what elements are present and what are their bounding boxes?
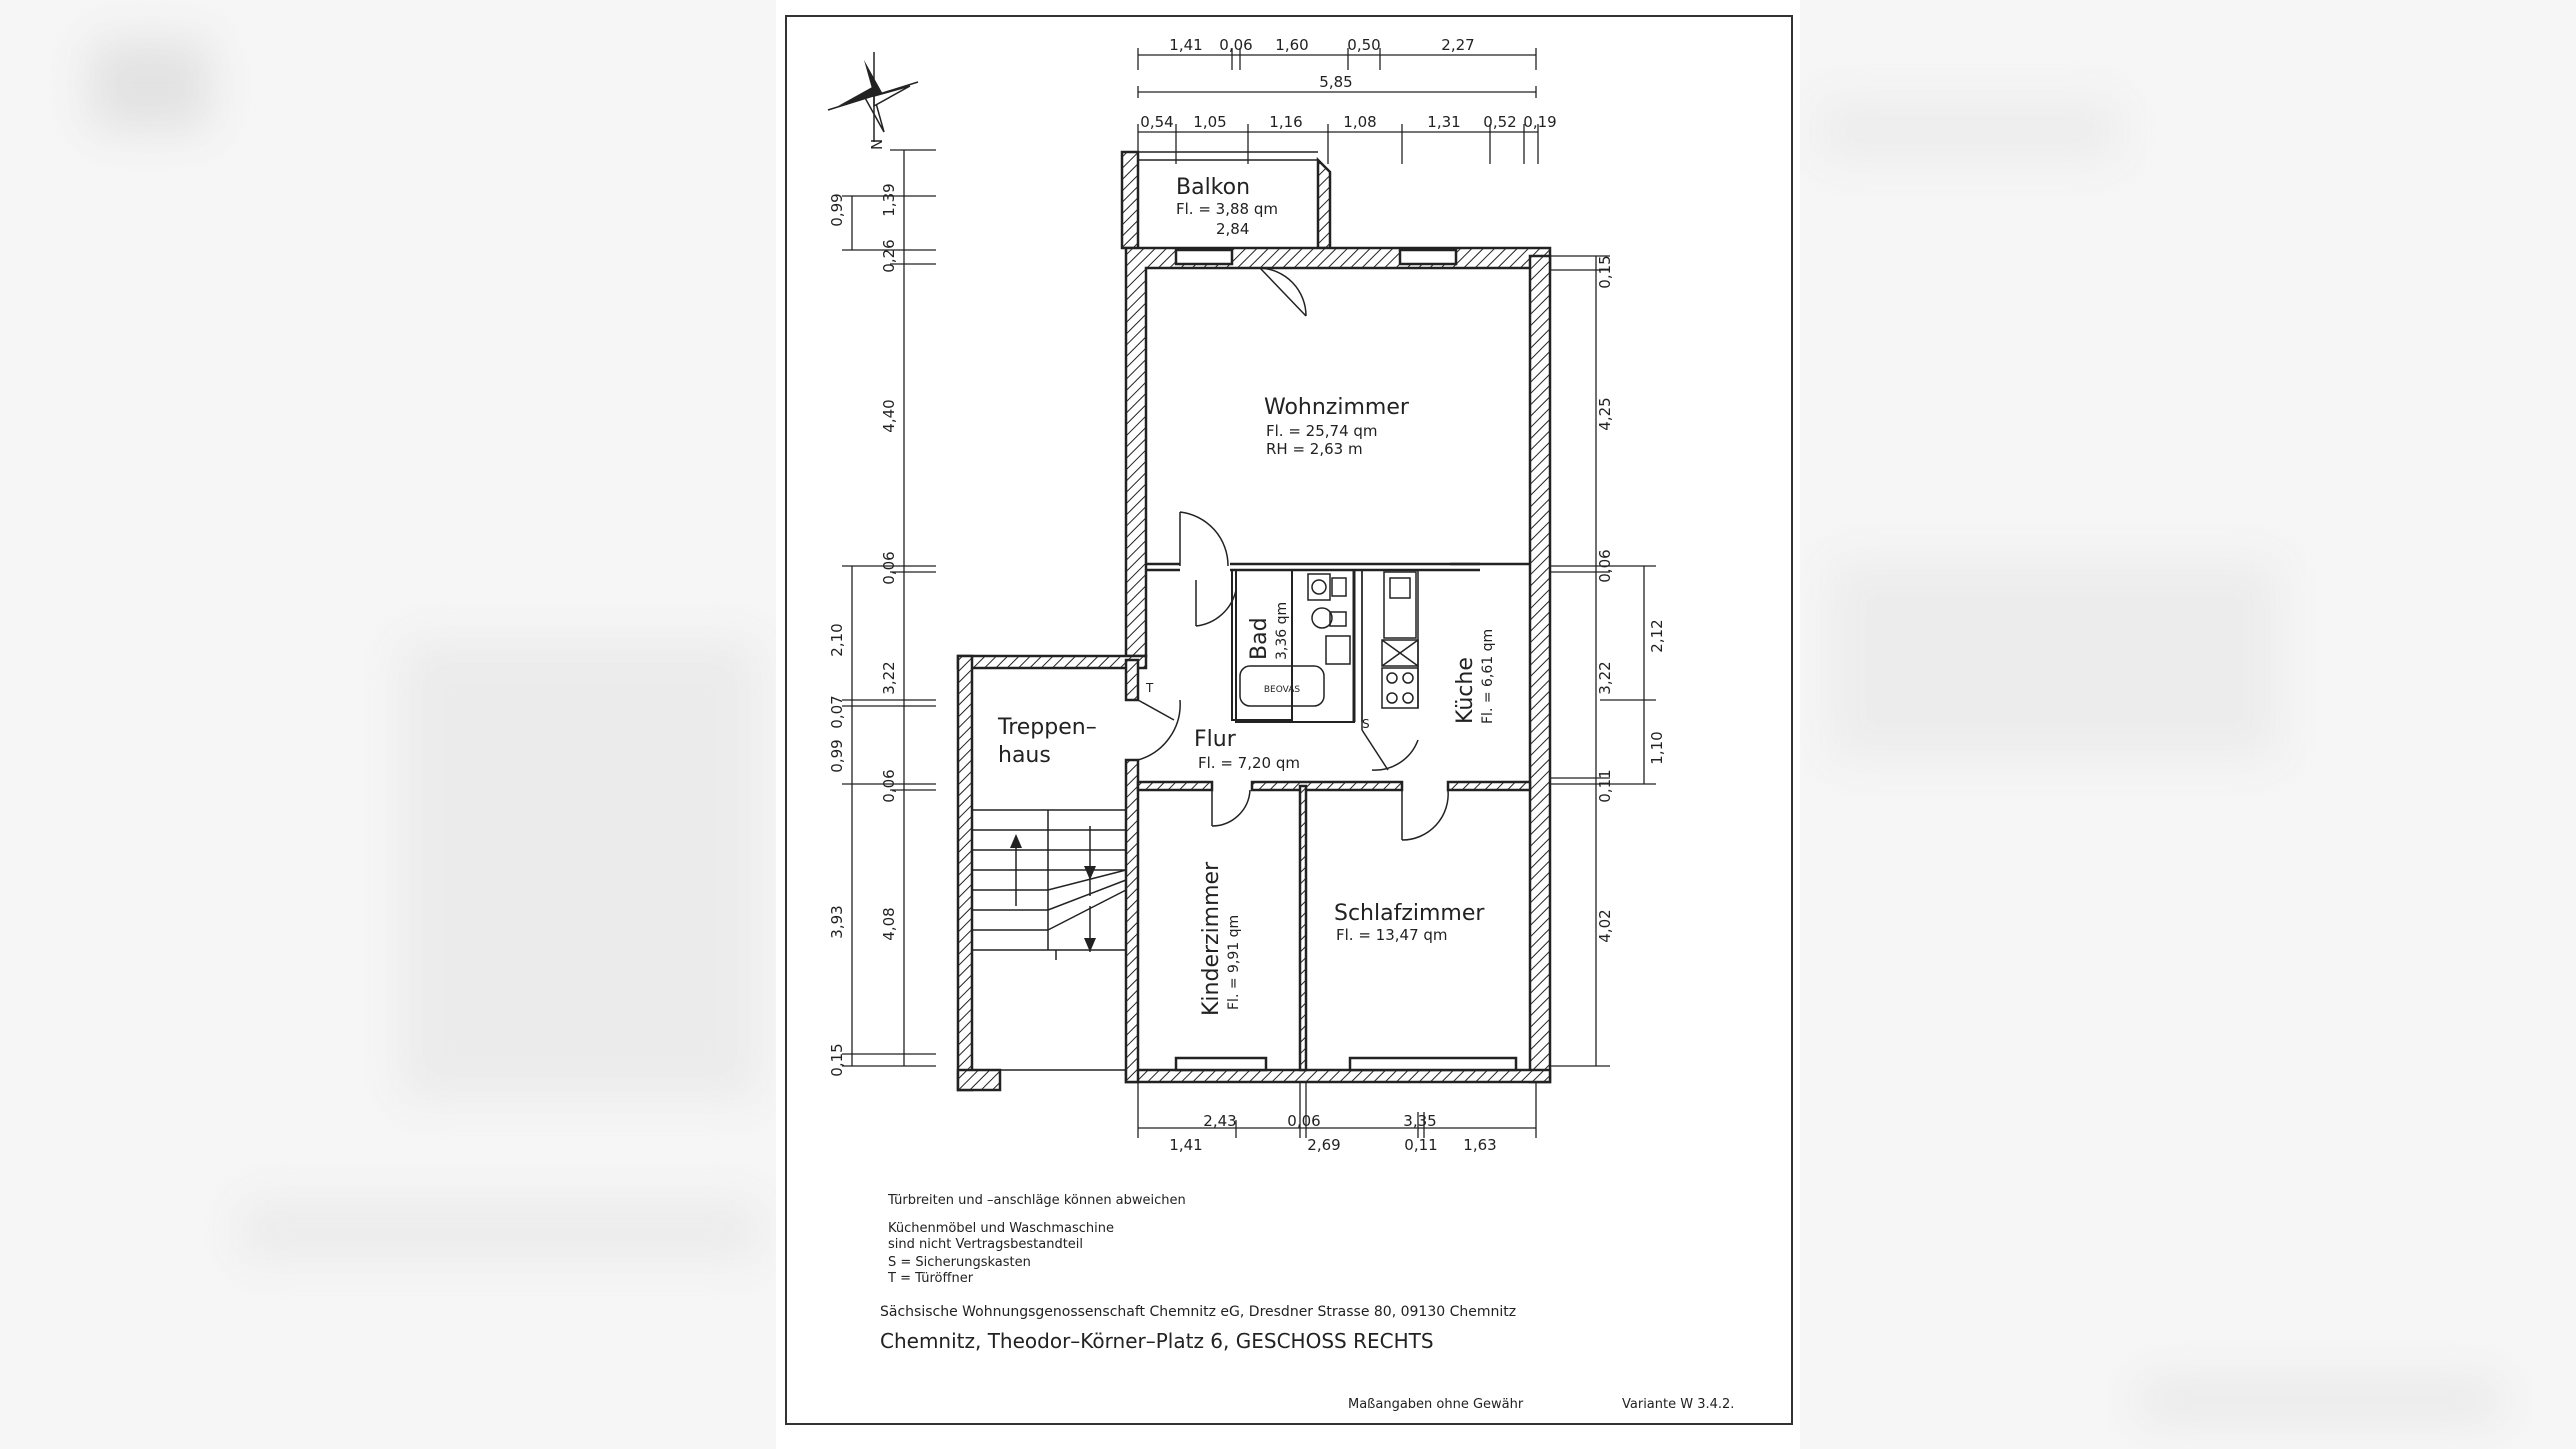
dim-left-inner-3: 4,40 [880, 399, 898, 432]
note-contract: sind nicht Vertragsbestandteil [888, 1237, 1083, 1252]
dim-left-inner-2: 0,26 [880, 239, 898, 272]
kueche-area: Fl. = 6,61 qm [1480, 629, 1496, 724]
dim-top-5: 2,27 [1441, 36, 1474, 54]
notes: Türbreiten und –anschläge können abweich… [887, 1193, 1186, 1286]
marker-s: S [1362, 717, 1370, 731]
disclaimer: Maßangaben ohne Gewähr [1348, 1397, 1524, 1412]
dim-left-outer-5: 3,93 [828, 905, 846, 938]
dim-right-inner-1: 0,15 [1596, 255, 1614, 288]
dim-bottom-r2-3: 0,11 [1404, 1136, 1437, 1154]
dim-right-inner-3: 0,06 [1596, 549, 1614, 582]
dim-left-outer-3: 0,07 [828, 695, 846, 728]
staircase [971, 809, 1127, 1071]
kitchen-fixtures [1381, 571, 1419, 709]
bg-blob [2140, 1380, 2500, 1420]
kinderzimmer-name: Kinderzimmer [1199, 861, 1224, 1016]
dim-bottom-r2-2: 2,69 [1307, 1136, 1340, 1154]
dim-right-inner-4: 3,22 [1596, 661, 1614, 694]
bg-blob [90, 40, 210, 130]
bottom-dimensions: 2,43 0,06 3,35 1,41 2,69 0,11 1,63 [1137, 1082, 1537, 1154]
dim-left-inner-5: 3,22 [880, 661, 898, 694]
dim-top-r3-2: 1,05 [1193, 113, 1226, 131]
left-dimensions: 0,99 2,10 0,07 0,99 3,93 0,15 1,39 0,26 … [828, 149, 936, 1077]
treppenhaus-line2: haus [998, 743, 1051, 768]
dim-top-1: 1,41 [1169, 36, 1202, 54]
dim-top-r3-7: 0,19 [1523, 113, 1556, 131]
right-dimensions: 0,15 4,25 0,06 3,22 0,11 4,02 2,12 1,10 [1544, 255, 1666, 1067]
dim-right-outer-1: 2,12 [1648, 619, 1666, 652]
dim-top-3: 1,60 [1275, 36, 1308, 54]
bad-name: Bad [1247, 617, 1272, 660]
dim-right-inner-2: 4,25 [1596, 397, 1614, 430]
flur-name: Flur [1194, 727, 1237, 752]
floor-plan-sheet [776, 0, 1800, 1449]
bad-area: 3,36 qm [1274, 602, 1290, 660]
bg-blob [1820, 100, 2120, 160]
dim-top-4: 0,50 [1347, 36, 1380, 54]
dim-bottom-r2-1: 1,41 [1169, 1136, 1202, 1154]
doors [1137, 267, 1449, 841]
dim-left-inner-7: 4,08 [880, 907, 898, 940]
bathroom-fixtures: BEOVAS [1239, 573, 1351, 707]
note-t: T = Türöffner [887, 1271, 974, 1286]
dim-right-inner-5: 0,11 [1596, 769, 1614, 802]
flur-area: Fl. = 7,20 qm [1198, 754, 1300, 772]
wohnzimmer-name: Wohnzimmer [1264, 395, 1410, 420]
note-s: S = Sicherungskasten [888, 1255, 1031, 1270]
dim-left-inner-4: 0,06 [880, 551, 898, 584]
kinderzimmer-area: Fl. = 9,91 qm [1226, 915, 1242, 1010]
dim-top-r3-5: 1,31 [1427, 113, 1460, 131]
dim-top-r3-3: 1,16 [1269, 113, 1302, 131]
walls [956, 150, 1552, 1092]
dim-left-outer-2: 2,10 [828, 623, 846, 656]
footer: Sächsische Wohnungsgenossenschaft Chemni… [880, 1304, 1734, 1412]
dim-bottom-1: 2,43 [1203, 1112, 1236, 1130]
variant-label: Variante W 3.4.2. [1622, 1397, 1734, 1412]
property-address: Chemnitz, Theodor–Körner–Platz 6, GESCHO… [880, 1329, 1434, 1353]
bg-blob [240, 1200, 760, 1260]
dim-bottom-3: 3,35 [1403, 1112, 1436, 1130]
dim-right-inner-6: 4,02 [1596, 909, 1614, 942]
note-door-widths: Türbreiten und –anschläge können abweich… [887, 1193, 1186, 1208]
dim-bottom-r2-4: 1,63 [1463, 1136, 1496, 1154]
dim-left-inner-1: 1,39 [880, 183, 898, 216]
bathtub-label: BEOVAS [1264, 685, 1301, 695]
wohnzimmer-height: RH = 2,63 m [1266, 440, 1363, 458]
balkon-area: Fl. = 3,88 qm [1176, 200, 1278, 218]
dim-left-outer-4: 0,99 [828, 739, 846, 772]
dim-left-outer-1: 0,99 [828, 193, 846, 226]
note-kitchen: Küchenmöbel und Waschmaschine [888, 1221, 1114, 1236]
dim-bottom-2: 0,06 [1287, 1112, 1320, 1130]
dim-top-r3-6: 0,52 [1483, 113, 1516, 131]
company-address: Sächsische Wohnungsgenossenschaft Chemni… [880, 1304, 1516, 1320]
dim-left-inner-6: 0,06 [880, 769, 898, 802]
down-arrow-icon [1084, 866, 1096, 880]
dim-top-2: 0,06 [1219, 36, 1252, 54]
schlafzimmer-area: Fl. = 13,47 qm [1336, 926, 1448, 944]
sheet-frame [785, 15, 1793, 1425]
dim-top-r3-4: 1,08 [1343, 113, 1376, 131]
dim-top-total: 5,85 [1319, 73, 1352, 91]
down-arrow-icon [1084, 938, 1096, 952]
balkon-name: Balkon [1176, 175, 1250, 200]
north-arrow-icon: N [827, 52, 919, 150]
treppenhaus-line1: Treppen– [997, 715, 1097, 740]
balkon-width: 2,84 [1216, 220, 1249, 238]
room-labels: Balkon Fl. = 3,88 qm 2,84 Wohnzimmer Fl.… [997, 175, 1496, 1016]
bg-blob [400, 640, 760, 1100]
north-label: N [868, 139, 886, 150]
bg-blob [1830, 560, 2280, 760]
schlafzimmer-name: Schlafzimmer [1334, 901, 1485, 926]
dim-top-r3-1: 0,54 [1140, 113, 1173, 131]
top-dimensions: 1,41 0,06 1,60 0,50 2,27 5,85 0,54 1,05 … [1137, 36, 1557, 164]
up-arrow-icon [1010, 834, 1022, 848]
kueche-name: Küche [1453, 657, 1478, 724]
dim-left-outer-6: 0,15 [828, 1043, 846, 1076]
dim-right-outer-2: 1,10 [1648, 731, 1666, 764]
wohnzimmer-area: Fl. = 25,74 qm [1266, 422, 1378, 440]
marker-t: T [1145, 681, 1154, 695]
